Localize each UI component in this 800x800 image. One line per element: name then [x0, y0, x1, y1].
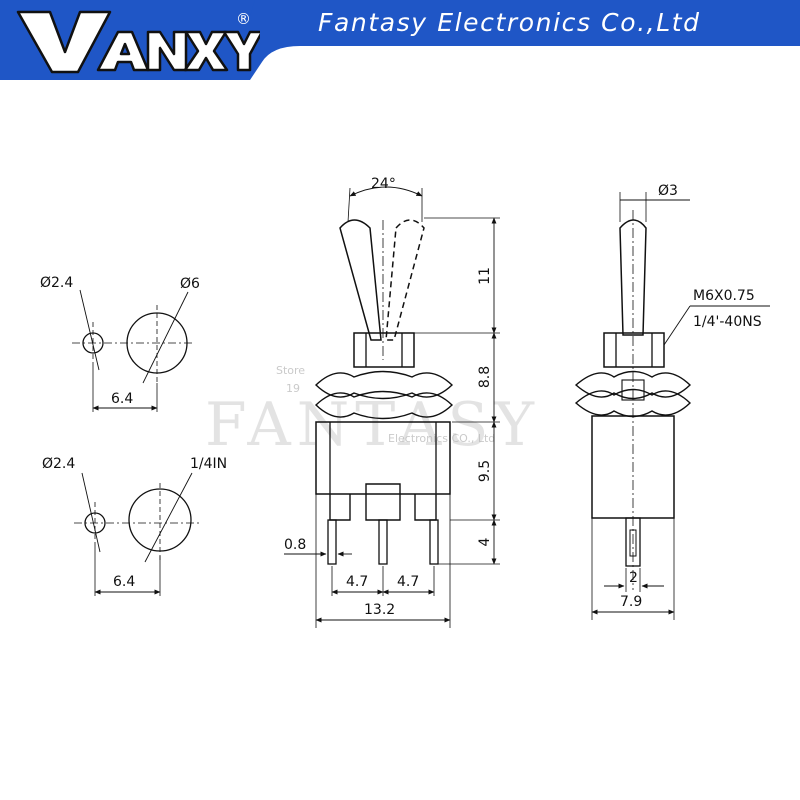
front-view	[284, 186, 500, 628]
label-pin-pitch-left: 4.7	[346, 574, 368, 590]
label-top-small-hole: Ø2.4	[40, 275, 73, 291]
panel-hole-layout-bottom	[74, 472, 200, 596]
watermark: FANTASY Store 19 Electronics CO., Ltd	[205, 364, 540, 460]
label-lever-height: 11	[477, 267, 493, 285]
brand-logo: ®	[16, 10, 260, 74]
label-bottom-small-hole: Ø2.4	[42, 456, 75, 472]
watermark-company: Electronics CO., Ltd	[388, 432, 495, 445]
label-top-large-hole: Ø6	[180, 276, 200, 292]
watermark-big: FANTASY	[205, 390, 540, 460]
label-pin-length: 4	[477, 537, 493, 546]
label-top-spacing: 6.4	[111, 391, 133, 407]
panel-hole-layout-top	[72, 289, 195, 412]
side-view	[574, 192, 770, 620]
label-lever-diameter: Ø3	[658, 183, 678, 199]
label-lever-angle: 24°	[371, 176, 396, 192]
label-side-body-width: 7.9	[620, 594, 642, 610]
header-banner: ® Fantasy Electronics Co.,Ltd	[0, 0, 800, 80]
registered-mark: ®	[236, 10, 251, 28]
company-name: Fantasy Electronics Co.,Ltd	[318, 8, 701, 37]
label-thread-metric: M6X0.75	[693, 288, 755, 304]
label-body-height: 9.5	[477, 460, 493, 482]
watermark-year: 19	[286, 382, 300, 395]
label-pin-pitch-right: 4.7	[397, 574, 419, 590]
label-pin-width: 0.8	[284, 537, 306, 553]
watermark-store: Store	[276, 364, 305, 377]
label-body-width: 13.2	[364, 602, 395, 618]
label-thread-imperial: 1/4'-40NS	[693, 314, 762, 330]
label-side-pin-width: 2	[629, 570, 638, 586]
label-bottom-large-hole: 1/4IN	[190, 456, 227, 472]
label-bottom-spacing: 6.4	[113, 574, 135, 590]
label-bushing-height: 8.8	[477, 366, 493, 388]
